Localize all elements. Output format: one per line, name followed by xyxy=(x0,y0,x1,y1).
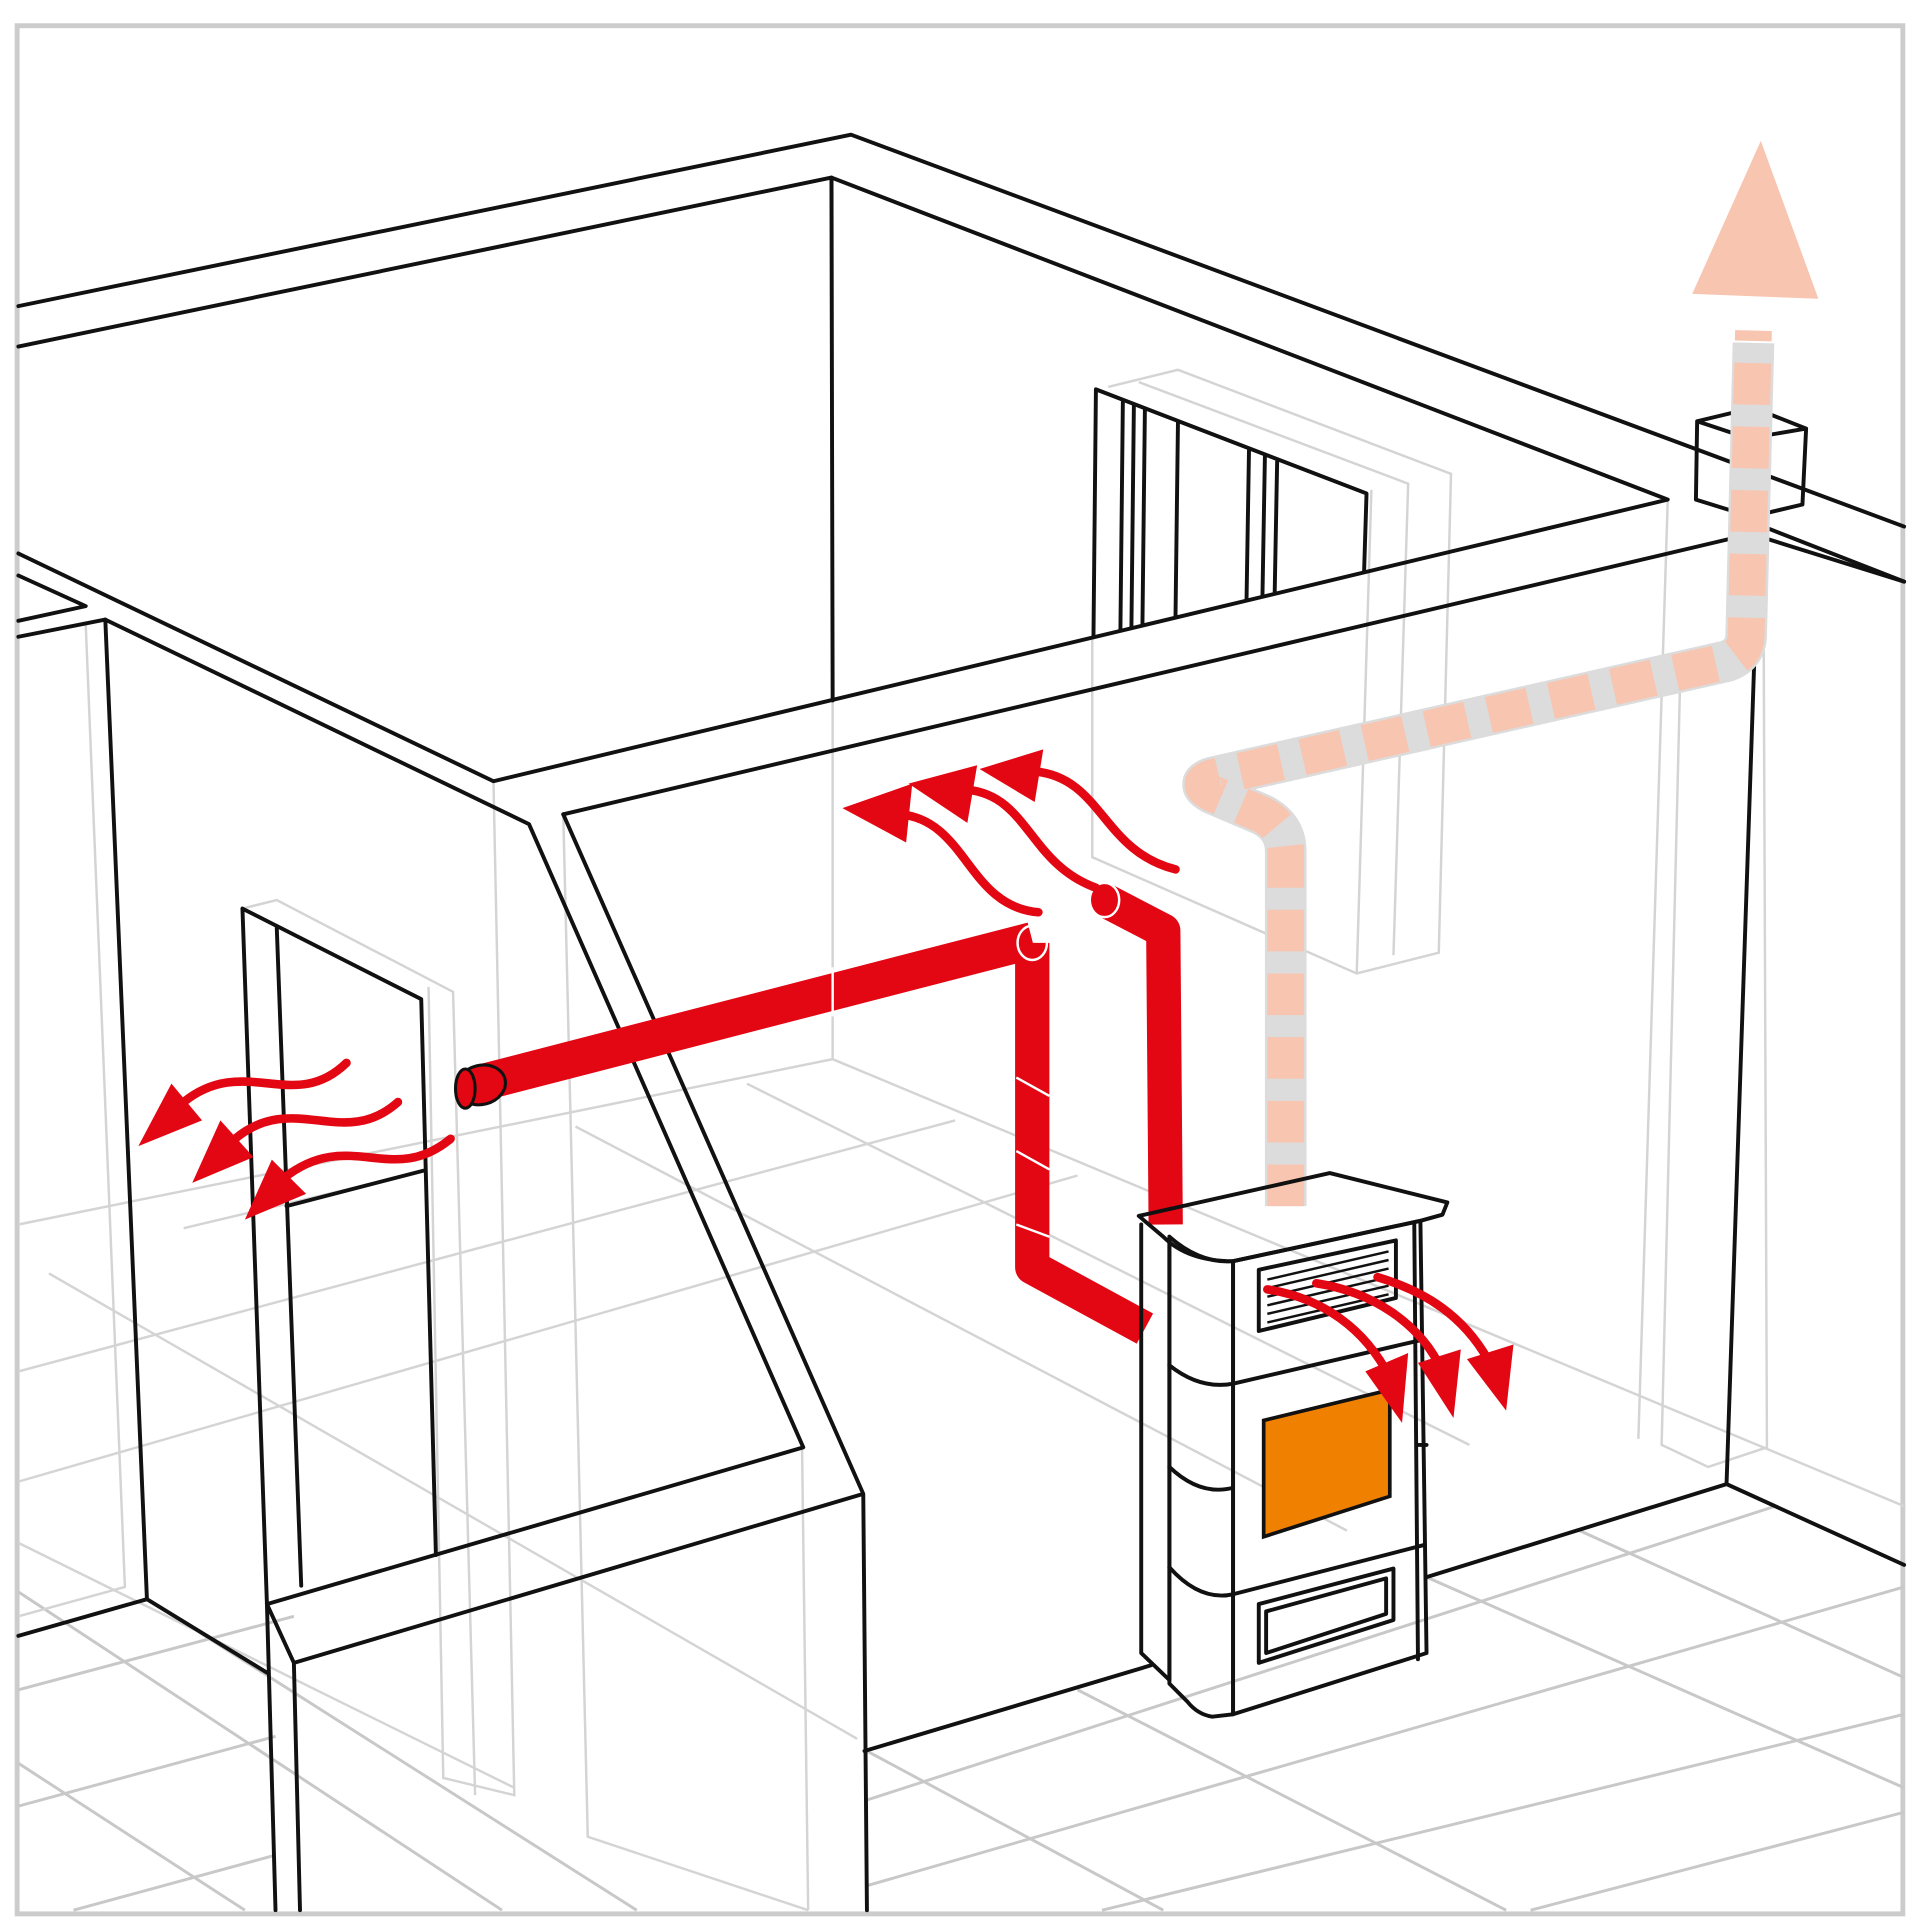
arrowhead-icon xyxy=(979,749,1044,803)
exhaust-flue xyxy=(1183,140,1819,1207)
arrowhead-icon xyxy=(1417,1349,1461,1418)
hot-air-duct xyxy=(453,881,1183,1344)
arrowhead-icon xyxy=(192,1120,254,1183)
arrowhead-icon xyxy=(138,1083,203,1147)
hot-air-arrow xyxy=(895,810,1043,917)
door xyxy=(240,906,438,1607)
hot-air-arrow xyxy=(963,785,1101,893)
hot-air-arrows-door xyxy=(179,1058,455,1183)
hot-air-arrow xyxy=(279,1134,455,1183)
hot-air-arrow xyxy=(230,1097,403,1144)
floor-grid xyxy=(17,177,1905,1912)
hot-air-arrows-upper xyxy=(895,767,1180,917)
window xyxy=(1091,387,1369,639)
hot-air-arrow xyxy=(1263,1285,1395,1382)
arrowhead-icon xyxy=(908,765,978,823)
arrowhead-icon xyxy=(1466,1344,1514,1411)
ash-drawer xyxy=(1256,1566,1396,1665)
hot-air-arrow xyxy=(1312,1278,1447,1376)
hot-air-arrow xyxy=(1030,767,1180,874)
hot-air-arrow xyxy=(179,1058,351,1107)
room-outline xyxy=(16,132,1907,1913)
arrowhead-icon xyxy=(244,1159,307,1220)
arrowhead-icon xyxy=(842,783,913,843)
fire-window xyxy=(1261,1387,1392,1540)
pellet-stove xyxy=(1136,1171,1450,1719)
stove-hot-air-arrows xyxy=(1263,1272,1493,1382)
hot-air-arrow xyxy=(1373,1272,1493,1364)
arrowhead-icon xyxy=(1365,1353,1409,1423)
exhaust-arrowhead-icon xyxy=(1692,140,1819,299)
